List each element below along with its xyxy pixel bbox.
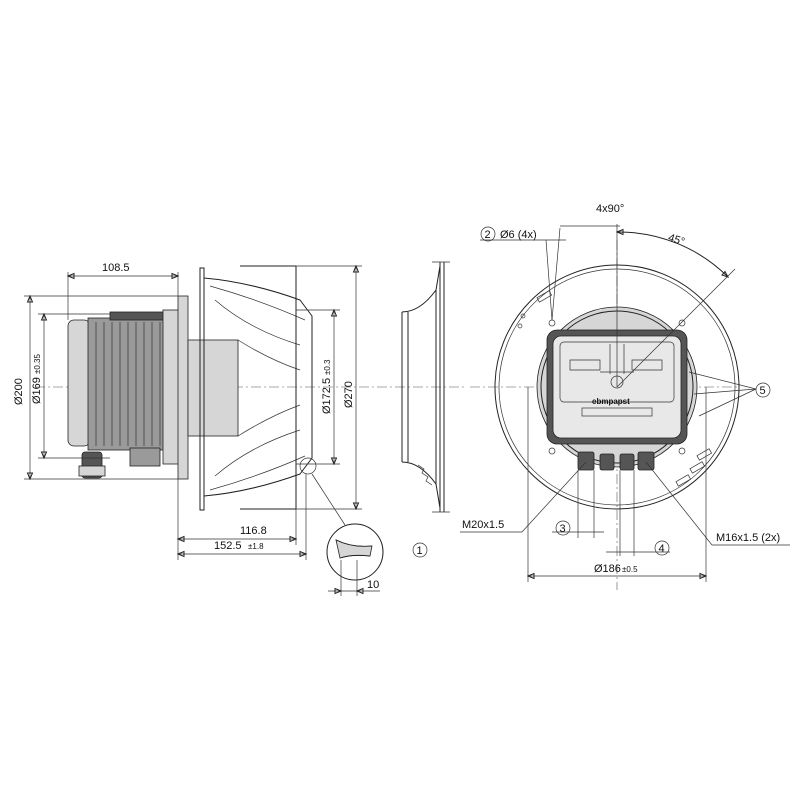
dim-d6-4x: Ø6 (4x) — [500, 229, 537, 241]
callout-1: 1 — [412, 542, 428, 558]
side-view: 108.5 Ø200 Ø169 ±0.35 Ø172.5 ±0.3 Ø270 1… — [13, 262, 395, 596]
dim-m20: M20x1.5 — [462, 519, 504, 531]
callout-4: 4 — [654, 540, 670, 556]
inlet-ring — [395, 261, 465, 513]
dim-152-5: 152.5 — [214, 540, 242, 552]
dim-d169: Ø169 — [31, 377, 43, 404]
svg-text:1: 1 — [417, 545, 423, 557]
dim-152-5-tol: ±1.8 — [248, 542, 264, 551]
svg-text:3: 3 — [560, 523, 566, 535]
svg-text:5: 5 — [760, 385, 766, 397]
dim-d186-tol: ±0.5 — [622, 565, 638, 574]
dim-d186: Ø186 — [594, 563, 621, 575]
callout-3: 3 — [555, 520, 571, 536]
svg-text:4: 4 — [659, 543, 665, 555]
dim-116-8: 116.8 — [240, 525, 267, 537]
dim-45: 45° — [667, 232, 687, 249]
dim-m16: M16x1.5 (2x) — [716, 532, 780, 544]
front-view: ebmpapst 2 Ø6 (4x) 4x9 — [460, 203, 790, 590]
dim-d270: Ø270 — [343, 381, 355, 408]
callout-2: 2 — [480, 226, 496, 242]
dim-10: 10 — [367, 579, 379, 591]
dim-4x90: 4x90° — [596, 203, 624, 215]
dim-d172-5: Ø172.5 — [321, 378, 333, 414]
dim-d172-5-tol: ±0.3 — [323, 359, 332, 375]
dim-108-5: 108.5 — [102, 262, 130, 274]
brand-label: ebmpapst — [592, 397, 630, 406]
dim-d200: Ø200 — [13, 378, 25, 405]
svg-text:2: 2 — [485, 229, 491, 241]
dim-d169-tol: ±0.35 — [33, 353, 42, 374]
callout-5: 5 — [755, 382, 771, 398]
